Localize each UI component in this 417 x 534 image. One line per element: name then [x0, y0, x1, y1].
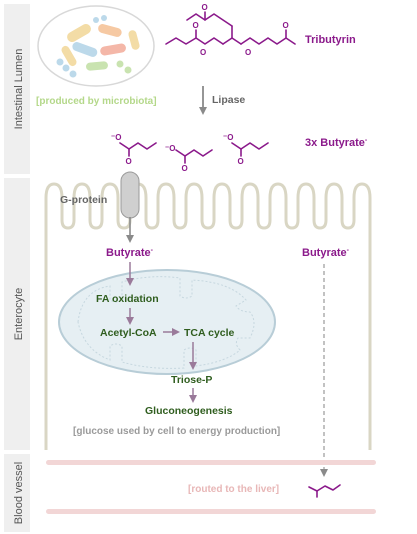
bacterium	[69, 70, 77, 78]
bacterium	[116, 60, 124, 68]
mitochondrion	[58, 269, 276, 375]
region-label-enterocyte: Enterocyte	[13, 288, 25, 341]
label-fa-oxidation: FA oxidation	[96, 293, 159, 305]
label-acetyl-coa: Acetyl-CoA	[100, 327, 157, 339]
bacterium	[86, 61, 108, 71]
note-energy-production: [glucose used by cell to energy producti…	[73, 426, 280, 437]
label-butyrate-cell: Butyrate-	[106, 247, 154, 259]
region-sidebar: Intestinal Lumen Enterocyte Blood vessel	[4, 4, 30, 532]
label-gluconeogenesis: Gluconeogenesis	[145, 405, 233, 417]
bacterium	[93, 17, 99, 23]
bacterium	[61, 45, 77, 67]
svg-text:O: O	[202, 3, 208, 12]
label-lipase: Lipase	[212, 94, 245, 106]
sidebar-enterocyte	[4, 178, 30, 450]
bacterium	[101, 15, 107, 21]
blood-vessel-wall-bottom	[46, 509, 376, 514]
microbiota-illustration	[37, 5, 155, 87]
bacterium	[67, 24, 91, 42]
svg-text:O: O	[126, 157, 132, 166]
tributyrin-molecule: O O O O O	[165, 3, 296, 57]
bacterium	[72, 42, 98, 57]
region-label-blood: Blood vessel	[13, 462, 25, 524]
svg-text:⁻O: ⁻O	[223, 133, 233, 142]
bacterium	[100, 43, 126, 56]
svg-text:O: O	[193, 21, 199, 30]
label-tca-cycle: TCA cycle	[184, 327, 235, 339]
region-label-lumen: Intestinal Lumen	[13, 49, 25, 130]
label-butyrate-right: Butyrate-	[302, 247, 350, 259]
svg-text:O: O	[283, 21, 289, 30]
svg-text:⁻O: ⁻O	[111, 133, 121, 142]
bacterium	[124, 66, 132, 74]
mitochondrion-cristae	[77, 276, 255, 369]
svg-text:O: O	[238, 157, 244, 166]
svg-text:O: O	[200, 48, 206, 57]
label-triose-p: Triose-P	[171, 374, 212, 386]
label-g-protein: G-protein	[60, 194, 107, 206]
bacterium	[98, 24, 122, 37]
butyrate-molecule-blood	[308, 484, 341, 498]
note-microbiota: [produced by microbiota]	[36, 96, 157, 107]
svg-text:O: O	[182, 164, 188, 173]
bacterium	[62, 64, 70, 72]
blood-vessel-wall-top	[46, 460, 376, 465]
mitochondrion-outer	[58, 269, 276, 375]
sidebar-lumen	[4, 4, 30, 174]
label-tributyrin: Tributyrin	[305, 34, 356, 46]
sidebar-blood	[4, 454, 30, 532]
svg-text:O: O	[245, 48, 251, 57]
bacterium	[128, 30, 140, 50]
svg-text:⁻O: ⁻O	[165, 144, 175, 153]
bacterium	[56, 58, 64, 66]
label-3x-butyrate: 3x Butyrate-	[305, 137, 368, 149]
butyrate-molecules: ⁻O O ⁻O O ⁻O O	[111, 133, 269, 173]
g-protein-channel	[120, 171, 140, 219]
note-routed-liver: [routed to the liver]	[188, 484, 279, 495]
